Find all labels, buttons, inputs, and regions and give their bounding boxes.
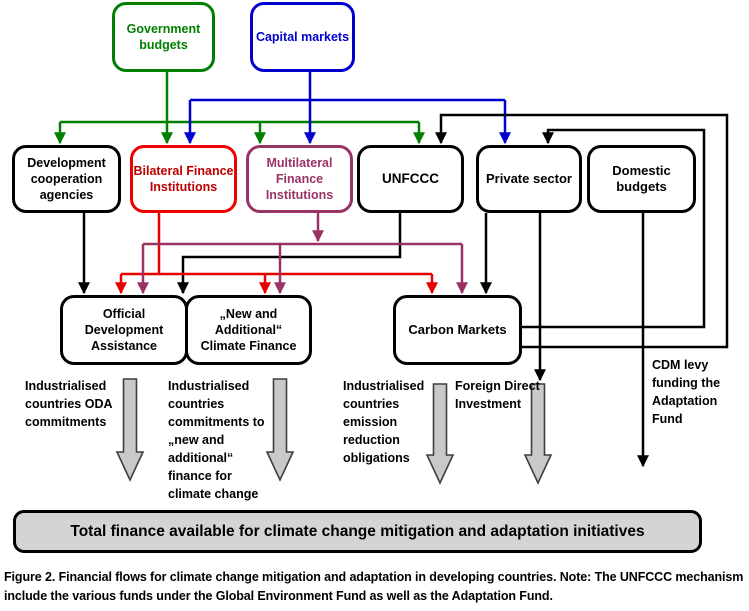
node-label: Bilateral Finance Institutions <box>133 164 234 194</box>
node-label: Domestic budgets <box>612 163 671 194</box>
node-private-sector: Private sector <box>476 145 582 213</box>
total-finance-label: Total finance available for climate chan… <box>70 522 645 540</box>
node-unfccc: UNFCCC <box>357 145 464 213</box>
node-label: „New and Additional“ Climate Finance <box>200 307 297 353</box>
bilateral-flows <box>115 213 438 295</box>
node-domestic-budgets: Domestic budgets <box>587 145 696 213</box>
node-label: Development cooperation agencies <box>27 156 106 202</box>
government-budgets-flows <box>54 72 425 145</box>
node-new-and-additional-climate-finance: „New and Additional“ Climate Finance <box>185 295 312 365</box>
block-arrow-new-additional <box>265 378 295 482</box>
total-finance-bar: Total finance available for climate chan… <box>13 510 702 553</box>
node-label: UNFCCC <box>382 171 439 186</box>
flow-label-new-additional-commitments: Industrialised countries commitments to … <box>168 379 265 501</box>
block-arrow-fdi <box>523 383 553 485</box>
block-arrow-emission <box>425 383 455 485</box>
node-label: Government budgets <box>126 22 201 52</box>
node-label: Private sector <box>486 171 572 186</box>
node-development-cooperation-agencies: Development cooperation agencies <box>12 145 121 213</box>
node-carbon-markets: Carbon Markets <box>393 295 522 365</box>
node-bilateral-finance-institutions: Bilateral Finance Institutions <box>130 145 237 213</box>
node-label: Multilateral Finance Institutions <box>265 156 334 202</box>
multilateral-flows <box>137 213 468 295</box>
flow-label-oda-commitments: Industrialised countries ODA commitments <box>25 379 113 429</box>
node-capital-markets: Capital markets <box>250 2 355 72</box>
figure-caption: Figure 2. Financial flows for climate ch… <box>4 570 744 603</box>
node-official-development-assistance: Official Development Assistance <box>60 295 188 365</box>
capital-markets-flows <box>184 72 511 145</box>
node-label: Carbon Markets <box>408 322 507 337</box>
block-arrow-oda <box>115 378 145 482</box>
node-government-budgets: Government budgets <box>112 2 215 72</box>
flow-label-cdm-levy: CDM levy funding the Adaptation Fund <box>652 358 721 426</box>
node-label: Capital markets <box>255 30 350 44</box>
flow-label-foreign-direct-investment: Foreign Direct Investment <box>455 379 540 411</box>
node-label: Official Development Assistance <box>84 307 164 353</box>
gray-block-arrows <box>115 378 553 485</box>
flow-label-emission-reduction-obligations: Industrialised countries emission reduct… <box>343 379 425 465</box>
node-multilateral-finance-institutions: Multilateral Finance Institutions <box>246 145 353 213</box>
